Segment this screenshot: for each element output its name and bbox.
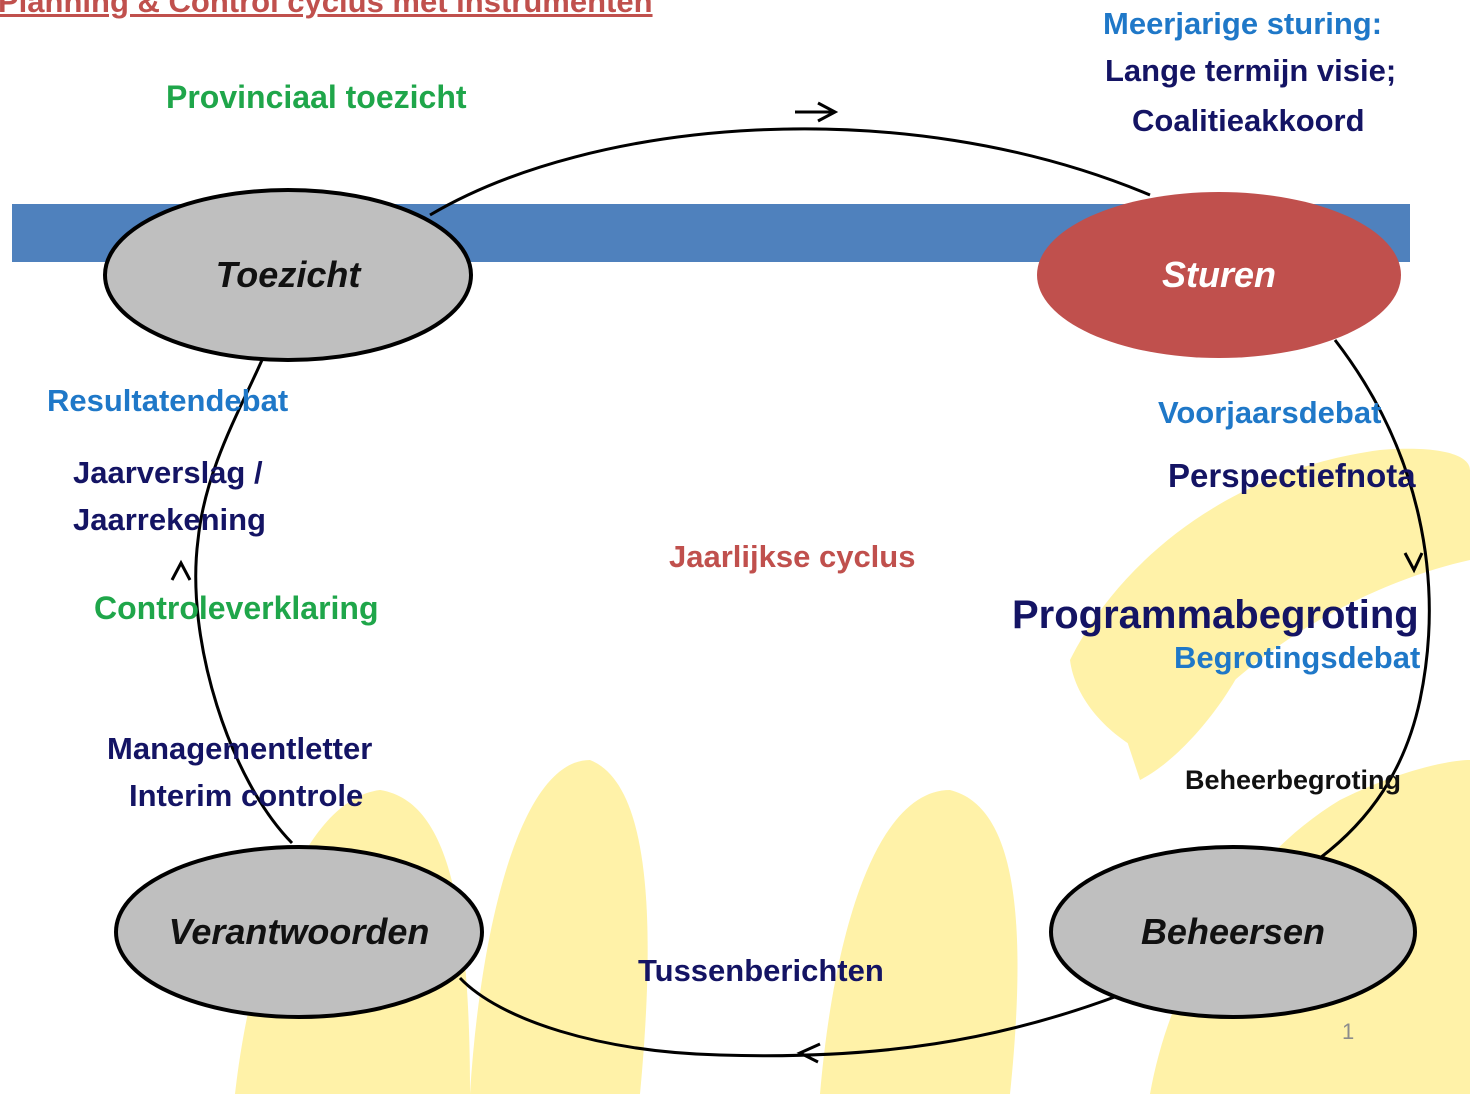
label-jaarrekening: Jaarrekening (73, 502, 266, 537)
label-interim-controle: Interim controle (129, 778, 364, 813)
arc-top (429, 127, 1151, 217)
arrow-right-down-icon (1403, 552, 1424, 574)
cycle-arcs (194, 127, 1431, 1058)
petal-center-left (470, 760, 648, 1094)
label-meerjarige-sturing: Meerjarige sturing: (1103, 6, 1383, 41)
arc-right (1319, 339, 1431, 860)
label-lange-termijn-visie: Lange termijn visie; (1105, 53, 1397, 88)
sturen-ellipse (1037, 192, 1401, 358)
label-begrotingsdebat: Begrotingsdebat (1174, 640, 1421, 675)
verantwoorden-ellipse (114, 845, 484, 1019)
arrow-left-up-icon (170, 559, 192, 581)
arrowheads (170, 101, 1424, 1064)
label-jaarlijkse-cyclus: Jaarlijkse cyclus (669, 539, 916, 574)
node-sturen: Sturen (1161, 254, 1276, 295)
label-managementletter: Managementletter (107, 731, 373, 766)
label-coalitieakkoord: Coalitieakkoord (1132, 103, 1365, 138)
cycle-nodes (103, 188, 1417, 1019)
beheersen-ellipse (1049, 845, 1417, 1019)
node-verantwoorden: Verantwoorden (168, 911, 430, 952)
label-beheerbegroting: Beheerbegroting (1185, 765, 1402, 795)
label-tussenberichten: Tussenberichten (638, 953, 884, 988)
arrow-top-right-icon (795, 101, 839, 123)
node-beheersen: Beheersen (1140, 911, 1326, 952)
arc-bottom (458, 976, 1121, 1058)
label-programmabegroting: Programmabegroting (1012, 593, 1419, 637)
label-controleverklaring: Controleverklaring (94, 590, 379, 626)
label-provinciaal-toezicht: Provinciaal toezicht (166, 79, 467, 115)
label-resultatendebat: Resultatendebat (47, 383, 289, 418)
label-jaarverslag: Jaarverslag / (73, 455, 263, 490)
arc-left (194, 359, 294, 845)
page-number: 1 (1342, 1019, 1355, 1044)
petal-center (820, 790, 1018, 1094)
page-title: Planning & Control cyclus met instrument… (0, 0, 653, 19)
node-toezicht: Toezicht (215, 254, 361, 295)
arrow-bottom-left-icon (796, 1042, 821, 1064)
label-voorjaarsdebat: Voorjaarsdebat (1158, 395, 1382, 430)
toezicht-ellipse (103, 188, 473, 362)
petal-right-mid (1120, 648, 1250, 780)
label-perspectiefnota: Perspectiefnota (1168, 457, 1416, 494)
